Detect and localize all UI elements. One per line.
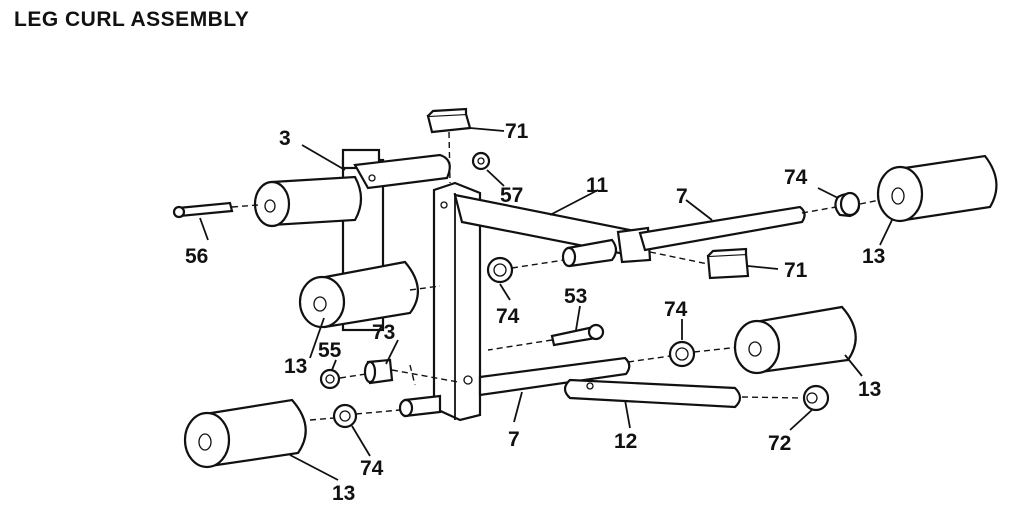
callout-55: 55 [318, 339, 342, 362]
page-title: LEG CURL ASSEMBLY [14, 8, 250, 31]
axle-upper-arm [561, 238, 618, 268]
bushing-73 [363, 358, 394, 385]
callout-74-lower-left: 74 [360, 457, 384, 480]
callout-74-upper-right: 74 [784, 166, 808, 189]
callout-3: 3 [279, 127, 291, 150]
roller-13-upper-right [876, 154, 998, 223]
end-cap-71-top [426, 107, 472, 134]
roller-upper-left [253, 175, 363, 228]
end-cap-71-right [706, 247, 750, 280]
arm-part-11 [453, 193, 652, 264]
callout-74-lower-right: 74 [664, 298, 688, 321]
nut-55 [319, 368, 341, 390]
callout-72: 72 [768, 432, 791, 455]
callout-73: 73 [372, 321, 395, 344]
spacer-74-lower-left [332, 403, 358, 429]
spacer-74-upper-right [834, 191, 861, 218]
roller-13-middle-left [298, 260, 419, 329]
callout-56: 56 [185, 245, 208, 268]
spacer-74-lower-right [668, 340, 696, 368]
callout-13-middle-left: 13 [284, 355, 307, 378]
spacer-74-upper-axle [486, 256, 514, 284]
tube-part-7-upper [638, 205, 806, 252]
callout-7-lower: 7 [508, 428, 520, 451]
lever-part-12 [563, 378, 742, 409]
callout-74-upper-axle: 74 [496, 305, 520, 328]
bolt-53 [550, 323, 605, 347]
callout-57: 57 [500, 184, 523, 207]
end-cap-72 [802, 384, 830, 412]
leader-lines [199, 127, 893, 481]
callout-13-upper-right: 13 [862, 245, 885, 268]
callout-71-right: 71 [784, 259, 808, 282]
nut-57 [471, 151, 491, 171]
callout-71-top: 71 [505, 120, 529, 143]
pin-56 [172, 201, 234, 219]
callout-7-upper: 7 [676, 185, 688, 208]
callout-53: 53 [564, 285, 587, 308]
callout-13-lower-left: 13 [332, 482, 355, 505]
roller-13-lower-right [733, 305, 857, 375]
callout-11: 11 [586, 174, 609, 197]
callout-13-lower-right: 13 [858, 378, 881, 401]
callout-12: 12 [614, 430, 637, 453]
tube-part-7-lower [398, 356, 631, 418]
roller-13-lower-left [183, 398, 307, 469]
